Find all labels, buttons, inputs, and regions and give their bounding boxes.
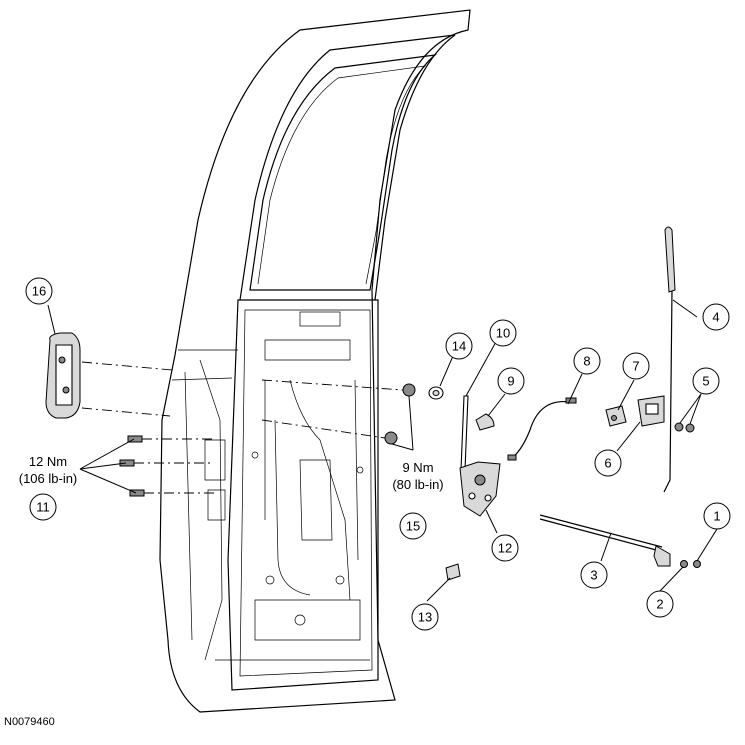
callout-6: 6 — [594, 449, 622, 477]
callout-number: 8 — [583, 354, 590, 369]
torque-label-metric: 12 Nm — [29, 454, 67, 469]
handle-bolts-part-11 — [119, 435, 214, 497]
callout-number: 2 — [656, 597, 663, 612]
bracket-part-7 — [605, 405, 627, 427]
callout-number: 3 — [590, 568, 597, 583]
callout-number: 5 — [702, 374, 709, 389]
callout-16: 16 — [25, 277, 53, 305]
clip-part-9 — [475, 413, 495, 431]
callout-number: 14 — [452, 339, 466, 354]
torque-label-latch: 9 Nm (80 lb-in) — [392, 460, 443, 492]
callout-number: 10 — [496, 326, 510, 341]
callout-number: 7 — [632, 359, 639, 374]
callout-number: 9 — [507, 374, 514, 389]
bolt-upper — [127, 435, 212, 443]
callout-4: 4 — [702, 303, 730, 331]
callout-13: 13 — [411, 603, 439, 631]
rod-part-4 — [663, 226, 676, 493]
callout-number: 11 — [36, 500, 50, 515]
callout-3: 3 — [580, 561, 608, 589]
callout-10: 10 — [489, 319, 517, 347]
handle-guide-lines — [81, 361, 173, 417]
torque-label-metric: 9 Nm — [402, 460, 433, 475]
rear-door-shell — [159, 9, 471, 713]
rod-part-10 — [460, 395, 469, 471]
callout-9: 9 — [497, 367, 525, 395]
callout-number: 12 — [498, 541, 512, 556]
callout-8: 8 — [573, 347, 601, 375]
actuator-part-6 — [637, 395, 665, 427]
callout-7: 7 — [622, 352, 650, 380]
callout-1: 1 — [703, 502, 731, 530]
callout-15: 15 — [399, 512, 427, 540]
torque-label-handle: 12 Nm (106 lb-in) — [19, 454, 78, 486]
callout-11: 11 — [29, 493, 57, 521]
leader-lines — [42, 299, 718, 602]
callout-5: 5 — [692, 367, 720, 395]
grommet-part-14 — [428, 386, 444, 400]
callout-14: 14 — [445, 332, 473, 360]
figure-id: N0079460 — [4, 716, 55, 728]
cable-part-8 — [507, 397, 577, 461]
latch-part-12 — [459, 461, 501, 517]
callout-12: 12 — [491, 534, 519, 562]
callout-number: 13 — [418, 610, 432, 625]
bolt-lower — [129, 489, 214, 497]
clip-part-13 — [445, 563, 461, 581]
callout-number: 4 — [712, 310, 719, 325]
door-handle-part-16 — [45, 332, 81, 419]
fasteners-part-5 — [674, 422, 695, 433]
fasteners-part-1-2 — [680, 560, 701, 568]
torque-label-imperial: (80 lb-in) — [392, 477, 443, 492]
rod-part-3 — [539, 514, 671, 567]
nuts-part-15 — [261, 379, 416, 445]
callout-2: 2 — [646, 590, 674, 618]
callout-number: 15 — [406, 519, 420, 534]
callout-number: 1 — [713, 509, 720, 524]
bolt-middle — [119, 459, 212, 467]
torque-label-imperial: (106 lb-in) — [19, 471, 78, 486]
callout-number: 6 — [604, 456, 611, 471]
callout-number: 16 — [32, 284, 46, 299]
